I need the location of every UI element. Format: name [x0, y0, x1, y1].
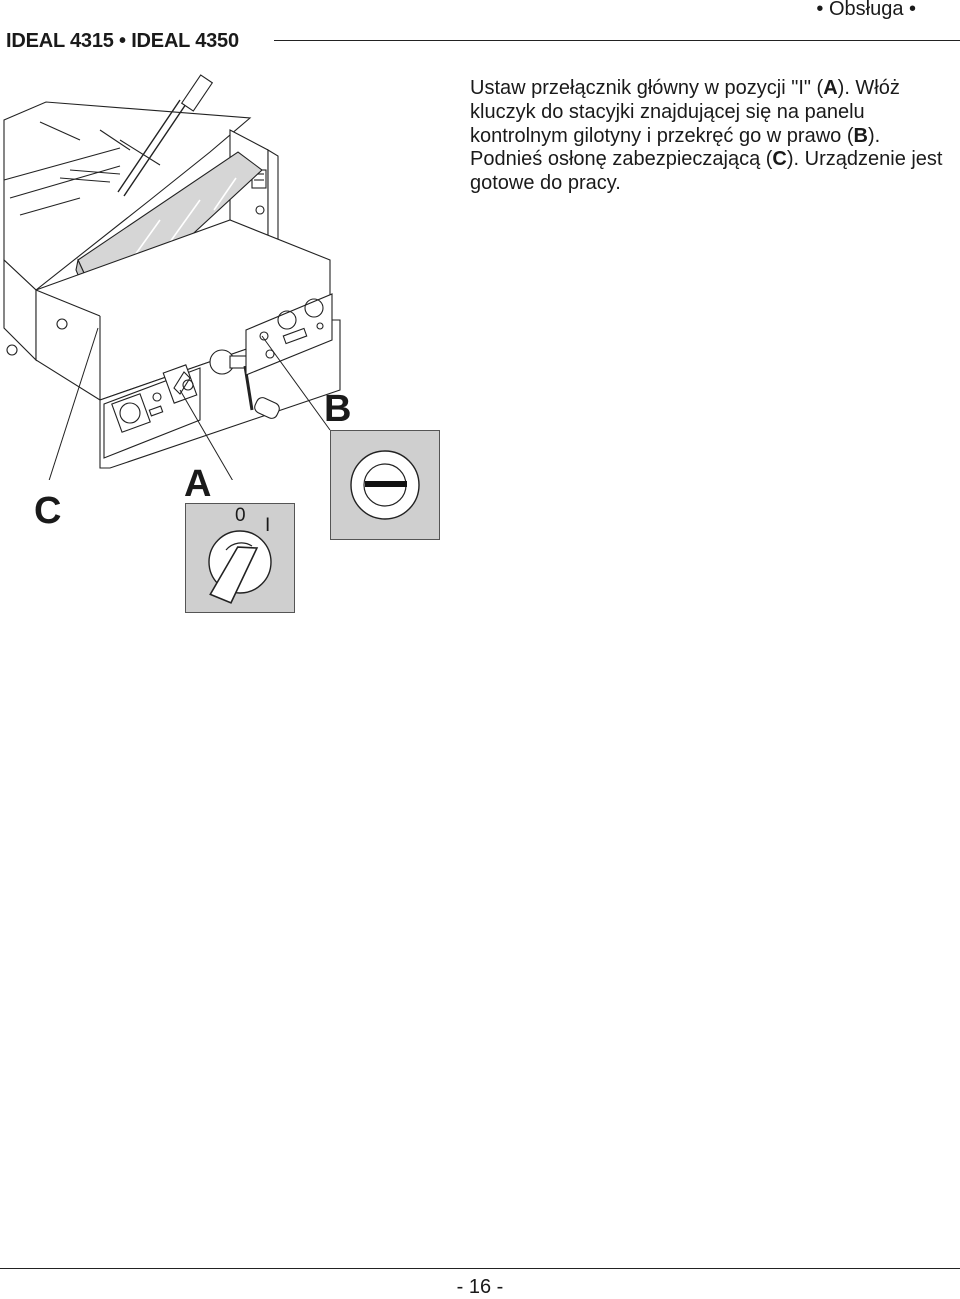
section-title: • Obsługa • [816, 0, 916, 20]
page-number: - 16 - [456, 1276, 504, 1298]
key-lock-icon [350, 450, 420, 520]
callout-label-b: B [324, 388, 352, 430]
guillotine-illustration [3, 74, 341, 480]
instruction-ref-b: B [853, 124, 868, 147]
key-switch-detail [330, 430, 440, 540]
footer-divider [0, 1268, 960, 1269]
instruction-part: ). Podnieś osłonę zabezpieczającą ( [470, 124, 881, 171]
instruction-part: ). Włóż kluczyk do stacyjki znajdującej … [470, 77, 900, 147]
switch-position-on-label: I [265, 515, 271, 536]
instruction-part: Ustaw przełącznik główny w pozycji "I" ( [470, 77, 824, 99]
rotary-switch-icon [208, 530, 272, 604]
main-switch-detail: 0 I [185, 503, 295, 613]
callout-label-c: C [34, 490, 62, 532]
callout-label-a: A [184, 463, 212, 505]
instruction-ref-a: A [823, 77, 838, 99]
instruction-text: Ustaw przełącznik główny w pozycji "I" (… [470, 77, 950, 196]
instruction-part: ). Urządzenie jest gotowe do pracy. [470, 148, 943, 195]
document-title: IDEAL 4315 • IDEAL 4350 [6, 30, 239, 52]
header-divider [274, 40, 960, 41]
switch-position-off-label: 0 [235, 505, 246, 526]
instruction-ref-c: C [772, 148, 787, 171]
